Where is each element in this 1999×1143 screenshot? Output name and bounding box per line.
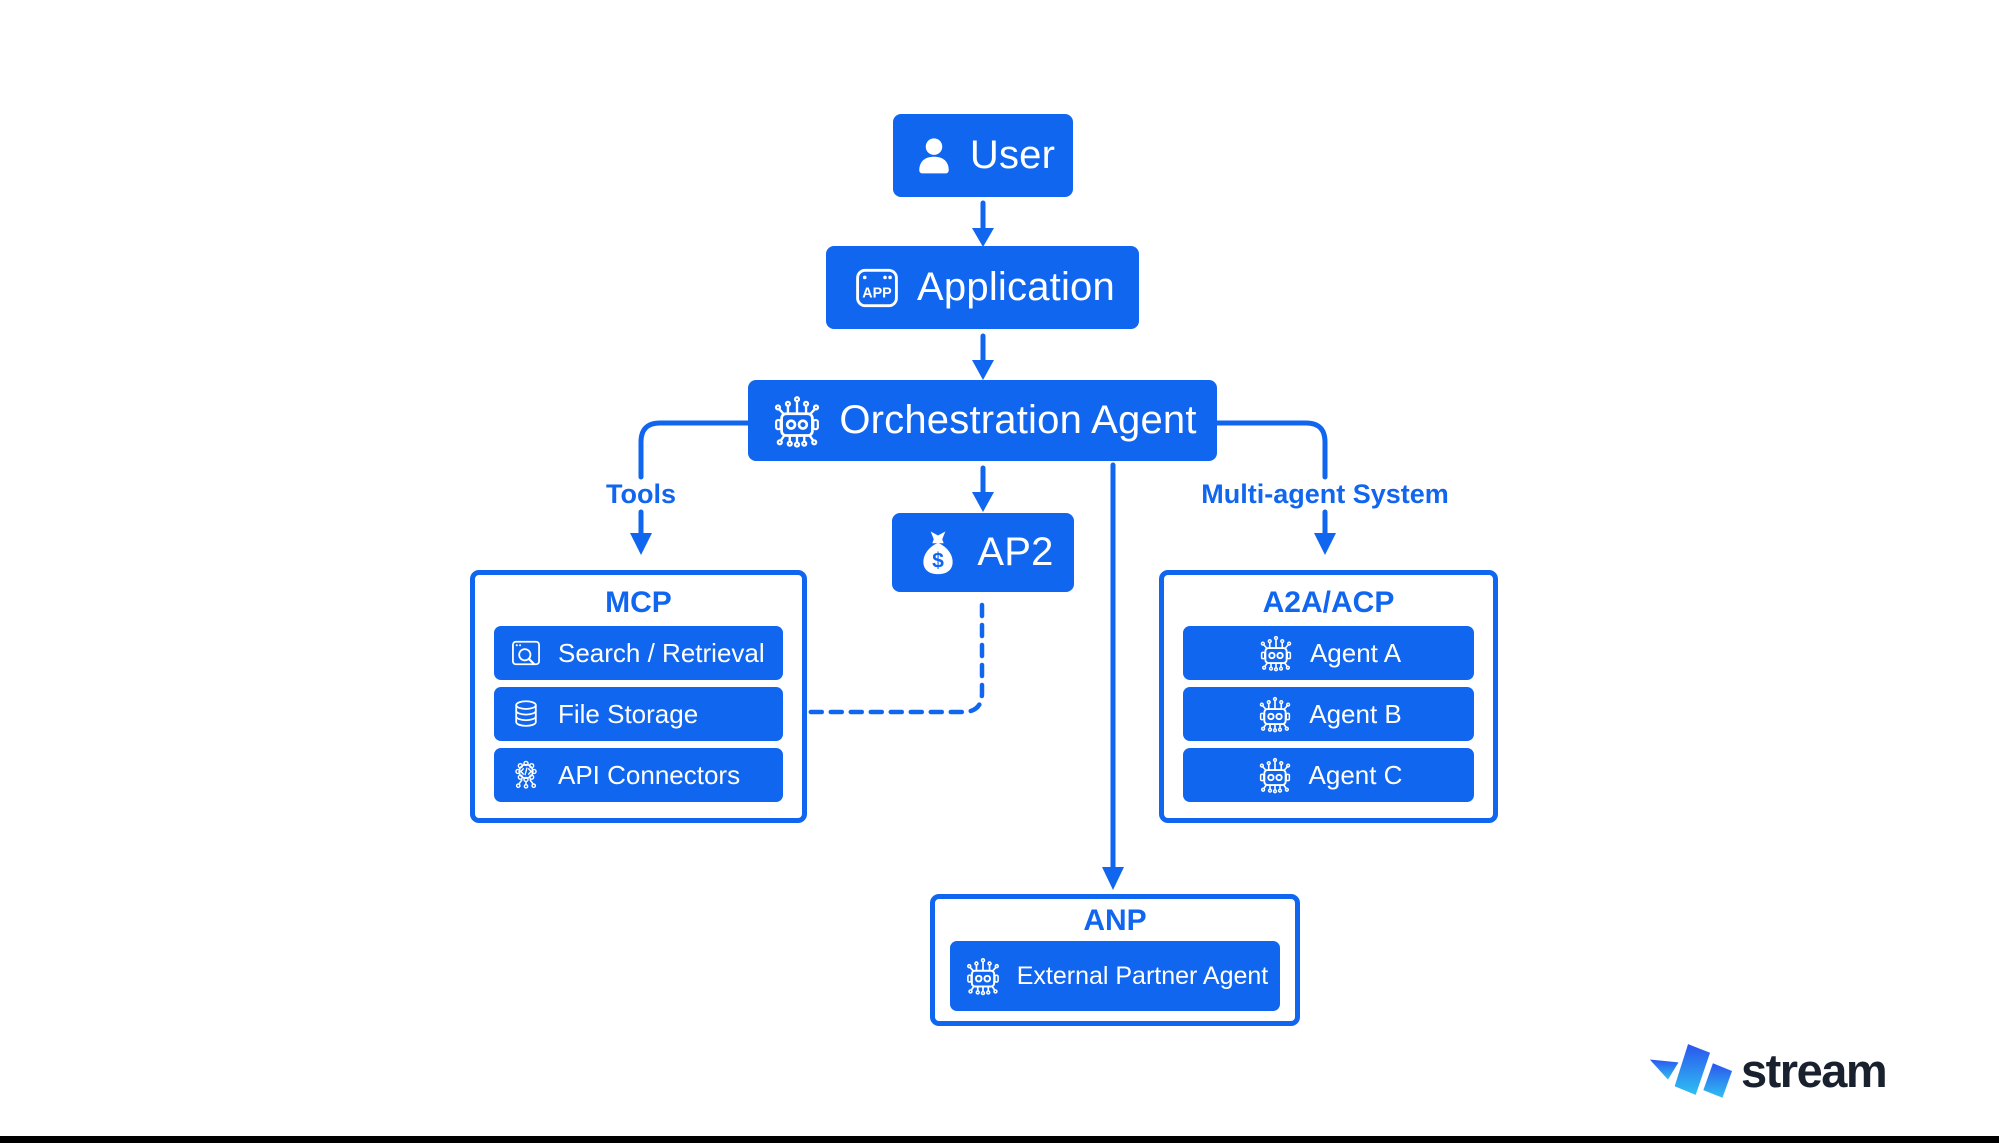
robot-icon bbox=[1259, 757, 1290, 794]
mcp-row-search-retrieval: Search / Retrieval bbox=[494, 626, 783, 680]
search-window-icon bbox=[512, 640, 540, 666]
mcp-title: MCP bbox=[605, 586, 672, 619]
a2a-row-label: Agent B bbox=[1309, 698, 1402, 729]
robot-icon bbox=[1259, 696, 1291, 733]
mcp-row-api-connectors: API Connectors bbox=[494, 748, 783, 802]
stream-logo-icon bbox=[1649, 1044, 1733, 1098]
user-icon bbox=[919, 137, 949, 173]
arrow-user-to-application bbox=[972, 200, 994, 247]
a2a-row-agent-b: Agent B bbox=[1183, 687, 1474, 741]
ap2-node-label: AP2 bbox=[977, 530, 1054, 574]
arrow-orchestration-to-anp bbox=[1102, 462, 1124, 890]
database-icon bbox=[515, 700, 537, 727]
stream-logo: stream bbox=[1645, 1041, 1888, 1099]
orchestration-agent-node-label: Orchestration Agent bbox=[839, 398, 1197, 442]
mcp-row-label: Search / Retrieval bbox=[558, 637, 765, 668]
mcp-row-label: API Connectors bbox=[558, 759, 741, 790]
a2a-row-label: Agent A bbox=[1309, 637, 1402, 668]
svg-text:APP: APP bbox=[862, 285, 892, 301]
a2a-row-label: Agent C bbox=[1308, 759, 1403, 790]
dashed-link-ap2-to-mcp bbox=[806, 602, 985, 715]
user-node-label: User bbox=[969, 133, 1056, 177]
arrow-multi-agent-to-a2a bbox=[1314, 509, 1336, 555]
api-badge-icon bbox=[515, 760, 537, 789]
anp-container: ANP bbox=[930, 894, 1300, 1026]
robot-icon bbox=[1260, 635, 1292, 672]
stream-wordmark: stream bbox=[1741, 1043, 1888, 1097]
elbow-orchestration-to-multi-agent bbox=[1214, 420, 1328, 480]
elbow-orchestration-to-tools bbox=[638, 420, 751, 480]
tools-edge-label: Tools bbox=[606, 479, 676, 509]
a2a-row-agent-a: Agent A bbox=[1183, 626, 1474, 680]
arrow-tools-to-mcp bbox=[630, 509, 652, 555]
ap2-node: $ AP2 bbox=[892, 513, 1074, 592]
robot-icon bbox=[775, 395, 820, 448]
anp-row-label: External Partner Agent bbox=[1016, 961, 1269, 990]
robot-icon bbox=[966, 958, 999, 996]
arrow-application-to-orchestration bbox=[972, 333, 994, 380]
application-node: APP Application bbox=[826, 246, 1139, 329]
multi-agent-system-edge-label: Multi-agent System bbox=[1201, 479, 1449, 509]
money-bag-icon: $ bbox=[923, 530, 954, 574]
arrow-orchestration-to-ap2 bbox=[972, 465, 994, 512]
user-node: User bbox=[893, 114, 1073, 197]
a2a-acp-title: A2A/ACP bbox=[1262, 586, 1395, 619]
a2a-row-agent-c: Agent C bbox=[1183, 748, 1474, 802]
application-node-label: Application bbox=[917, 265, 1115, 309]
a2a-acp-container: A2A/ACP bbox=[1159, 570, 1498, 823]
svg-text:$: $ bbox=[933, 549, 945, 572]
mcp-container: MCP Search / Retrieval bbox=[470, 570, 807, 823]
footer-bar bbox=[0, 1136, 1999, 1143]
anp-title: ANP bbox=[1083, 904, 1147, 937]
mcp-row-file-storage: File Storage bbox=[494, 687, 783, 741]
orchestration-agent-node: Orchestration Agent bbox=[748, 380, 1217, 461]
mcp-row-label: File Storage bbox=[558, 698, 699, 729]
app-window-icon: APP bbox=[856, 268, 898, 307]
anp-row-external-partner-agent: External Partner Agent bbox=[950, 941, 1280, 1011]
